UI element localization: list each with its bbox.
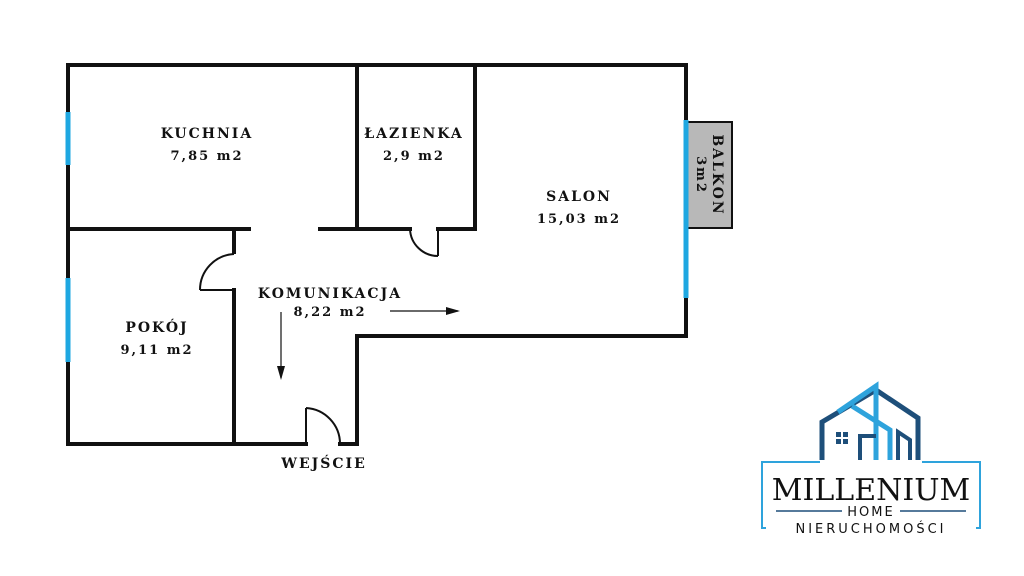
doors [198, 228, 439, 445]
kuchnia-label: KUCHNIA [161, 126, 253, 142]
komunikacja-area: 8,22 m2 [294, 305, 367, 320]
komunikacja-label: KOMUNIKACJA [258, 286, 402, 302]
kuchnia-area: 7,85 m2 [171, 149, 244, 164]
balkon-area: 3m2 [693, 156, 708, 194]
walls [66, 63, 688, 446]
salon-label: SALON [546, 189, 612, 205]
pokoj-label: POKÓJ [125, 318, 188, 336]
logo-sub: HOME [847, 505, 894, 520]
salon-area: 15,03 m2 [537, 212, 621, 227]
direction-arrows [277, 307, 460, 380]
lazienka-label: ŁAZIENKA [364, 126, 464, 142]
lazienka-area: 2,9 m2 [383, 149, 445, 164]
balkon-label: BALKON [709, 134, 725, 215]
logo-tagline: NIERUCHOMOŚCI [795, 521, 946, 537]
entrance-label: WEJŚCIE [280, 454, 367, 472]
company-logo: MILLENIUM HOME NIERUCHOMOŚCI [761, 381, 981, 537]
logo-name: MILLENIUM [772, 473, 970, 508]
pokoj-area: 9,11 m2 [121, 343, 194, 358]
house-icon [819, 381, 921, 460]
windows [65, 112, 689, 362]
